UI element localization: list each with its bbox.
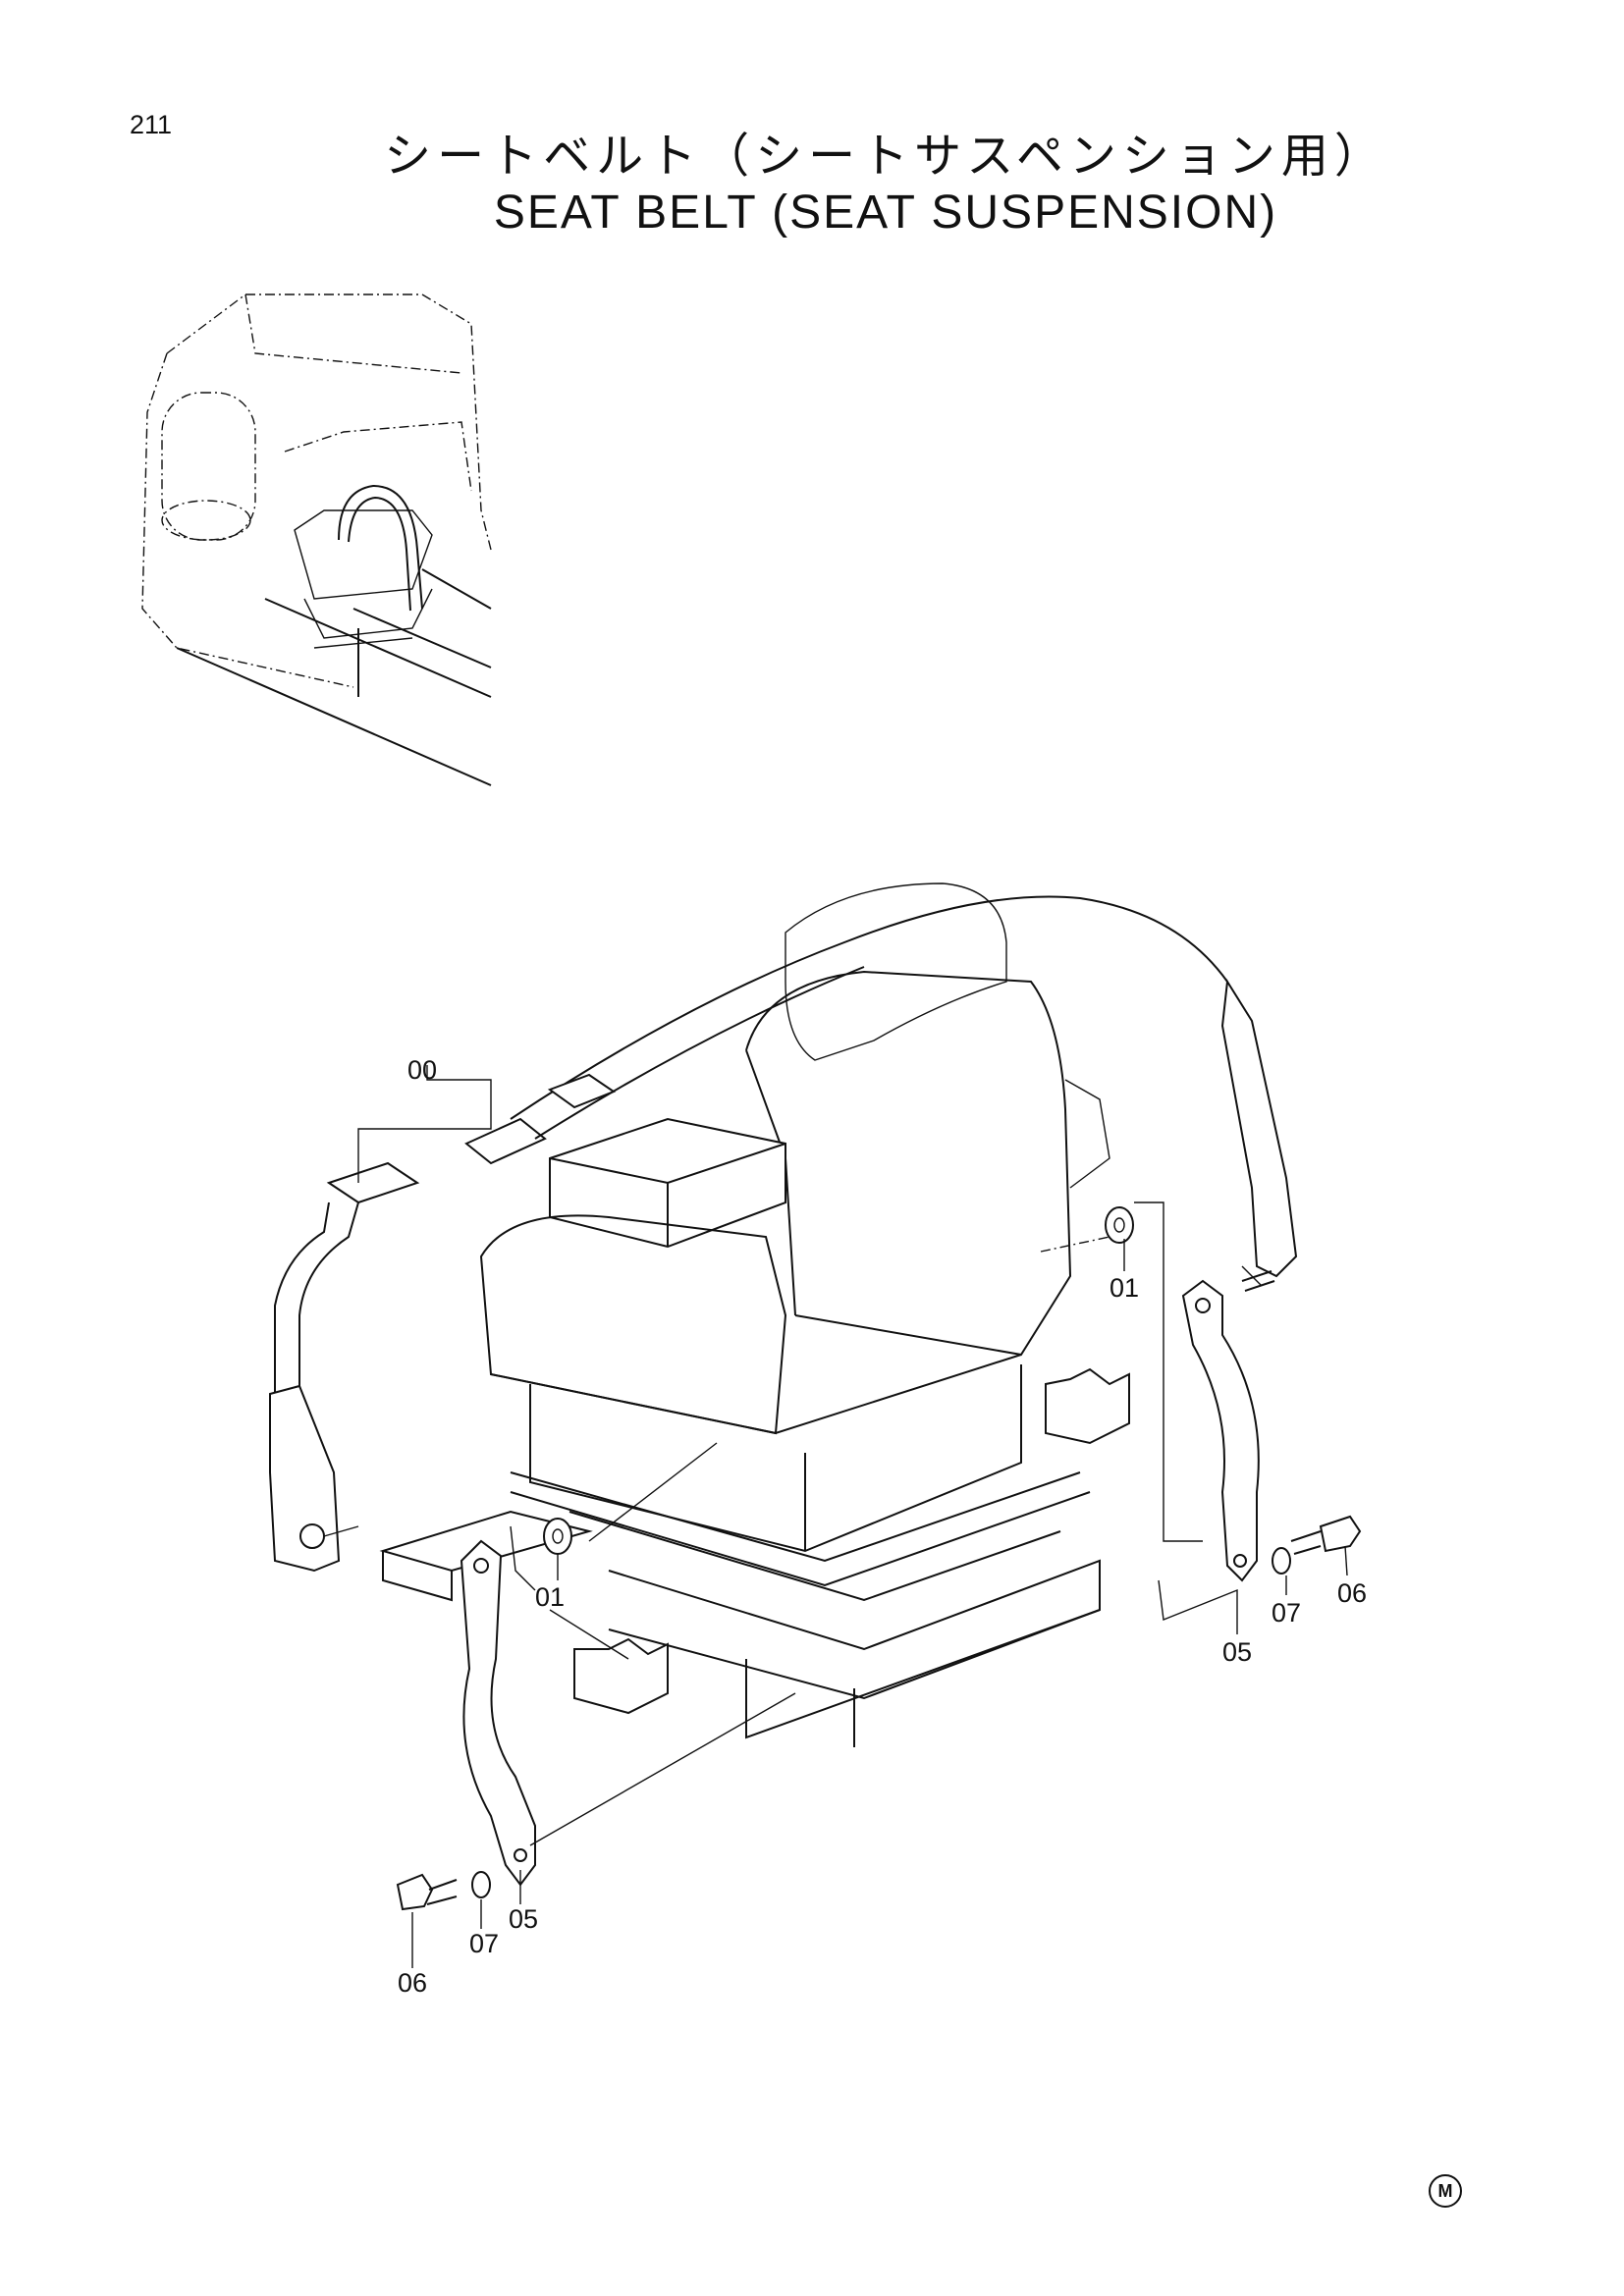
spacer-collar-right	[1105, 1206, 1134, 1244]
title-japanese: シートベルト（シートサスペンション用）	[384, 129, 1387, 184]
callout-spacer-right: 01	[1110, 1273, 1140, 1303]
callout-bracket-right: 05	[1222, 1637, 1253, 1667]
callout-bracket-left: 05	[509, 1904, 539, 1934]
callout-spacer-left: 01	[535, 1582, 566, 1612]
seat-illustration	[379, 882, 1130, 1747]
bolt-left	[396, 1873, 458, 1911]
callout-assembly: 00	[407, 1055, 438, 1085]
leader-lines	[357, 1065, 1348, 1968]
page-number: 211	[130, 110, 173, 139]
seat-belt-buckle-side	[269, 1161, 420, 1573]
seat-belt-tongue-side	[464, 895, 1298, 1287]
anchor-bracket-right	[1181, 1279, 1260, 1582]
cab-overview-illustration	[141, 294, 492, 786]
spacer-collar-left	[543, 1518, 572, 1555]
anchor-bracket-left	[460, 1539, 536, 1887]
callout-washer-left: 07	[469, 1929, 500, 1958]
title-english: SEAT BELT (SEAT SUSPENSION)	[493, 187, 1278, 239]
callout-washer-right: 07	[1272, 1598, 1302, 1628]
callout-bolt-left: 06	[398, 1968, 428, 1998]
title-block: シートベルト（シートサスペンション用） SEAT BELT (SEAT SUSP…	[0, 128, 1624, 241]
callout-bolt-right: 06	[1337, 1578, 1368, 1608]
bolt-right	[1290, 1515, 1362, 1555]
bolt-rear	[1241, 1270, 1275, 1292]
washer-left	[471, 1871, 491, 1898]
washer-right	[1272, 1547, 1291, 1575]
corner-m-mark: M	[1429, 2174, 1462, 2208]
